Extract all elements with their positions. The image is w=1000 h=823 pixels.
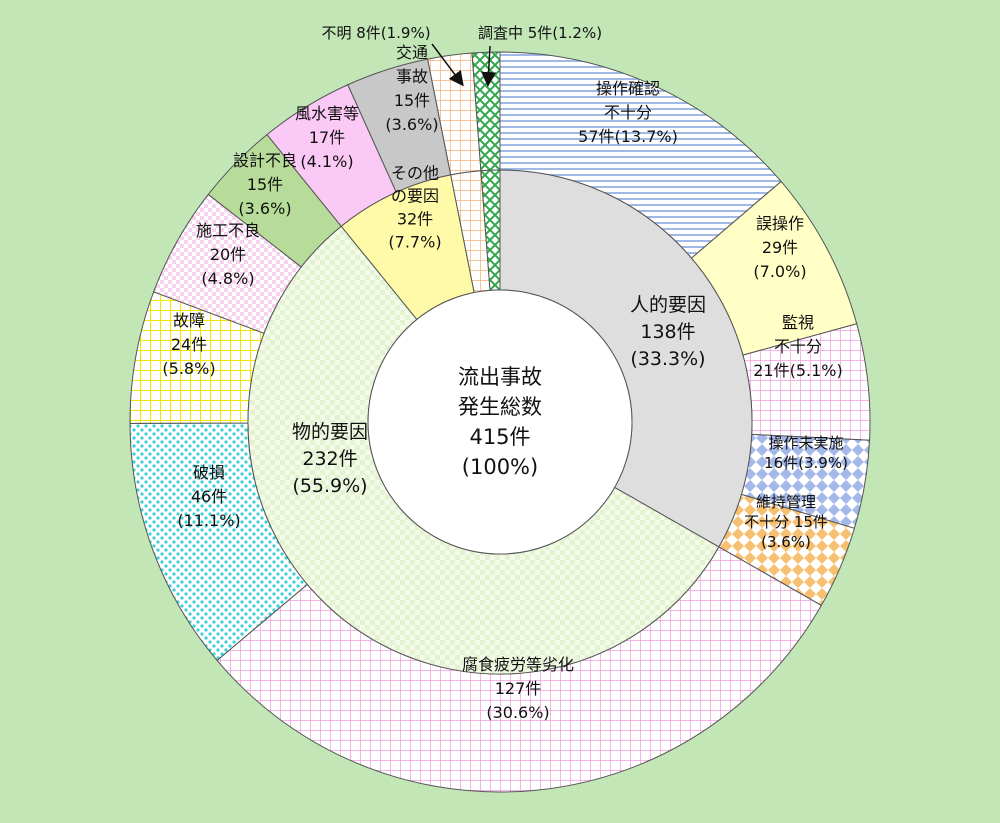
outer-label-line: 不十分 15件 — [744, 513, 828, 531]
inner-label-line: 232件 — [302, 448, 357, 470]
center-label-line: 流出事故 — [458, 365, 542, 389]
outer-label-line: 24件 — [171, 335, 207, 354]
outer-label-line: 施工不良 — [196, 221, 260, 240]
outer-label-line: 事故 — [396, 67, 428, 86]
outer-label-line: (4.8%) — [201, 269, 254, 288]
callout-label: 調査中 5件(1.2%) — [478, 24, 602, 42]
inner-label-line: その他 — [391, 164, 439, 183]
outer-label-line: 20件 — [210, 245, 246, 264]
outer-label-line: (3.6%) — [238, 199, 291, 218]
inner-label-line: 138件 — [640, 321, 695, 343]
callout-label: 不明 8件(1.9%) — [321, 24, 430, 42]
outer-label-line: 維持管理 — [756, 493, 816, 511]
center-label-line: 415件 — [469, 425, 530, 449]
callout-arrow — [481, 45, 497, 87]
outer-label-line: 15件 — [247, 175, 283, 194]
outer-label-line: 21件(5.1%) — [753, 361, 843, 380]
outer-label-line: (3.6%) — [385, 115, 438, 134]
callout-arrow — [431, 43, 464, 87]
outer-label-line: 127件 — [495, 679, 542, 698]
outer-label-line: 57件(13.7%) — [578, 127, 678, 146]
outer-label-line: 不十分 — [774, 337, 822, 356]
outer-label-line: (3.6%) — [761, 533, 811, 551]
outer-label-line: 15件 — [394, 91, 430, 110]
outer-label-line: 誤操作 — [756, 214, 804, 233]
outer-label-line: 設計不良 — [233, 151, 297, 170]
center-circle — [367, 289, 633, 555]
outer-label-line: 46件 — [191, 487, 227, 506]
inner-label-line: 物的要因 — [292, 421, 368, 443]
center-label-line: 発生総数 — [458, 395, 542, 419]
outer-label-line: (11.1%) — [177, 511, 240, 530]
outer-label-line: (4.1%) — [300, 152, 353, 171]
inner-label-line: (7.7%) — [388, 233, 441, 252]
inner-label-line: (33.3%) — [630, 348, 705, 370]
inner-label-line: の要因 — [391, 187, 439, 206]
outer-label-line: 風水害等 — [295, 104, 359, 123]
outer-label-line: (7.0%) — [753, 262, 806, 281]
inner-label-line: 人的要因 — [630, 294, 706, 316]
inner-label-line: 32件 — [397, 210, 433, 229]
outer-label-line: 破損 — [193, 463, 225, 482]
outer-label-line: 17件 — [309, 128, 345, 147]
outer-label-line: 操作確認 — [596, 79, 660, 98]
inner-label-line: (55.9%) — [292, 475, 367, 497]
outer-label-line: 監視 — [782, 313, 814, 332]
outer-label-line: 不十分 — [604, 103, 652, 122]
outer-label-line: 故障 — [173, 311, 205, 330]
outer-label-line: 腐食疲労等劣化 — [462, 655, 574, 674]
outer-label-line: 16件(3.9%) — [764, 454, 848, 472]
outer-label-line: 29件 — [762, 238, 798, 257]
outer-label-line: 交通 — [396, 43, 428, 62]
outer-label-line: (30.6%) — [486, 703, 549, 722]
center-label-line: (100%) — [462, 455, 538, 479]
outer-label-line: (5.8%) — [162, 359, 215, 378]
outer-label-line: 操作未実施 — [768, 434, 843, 452]
